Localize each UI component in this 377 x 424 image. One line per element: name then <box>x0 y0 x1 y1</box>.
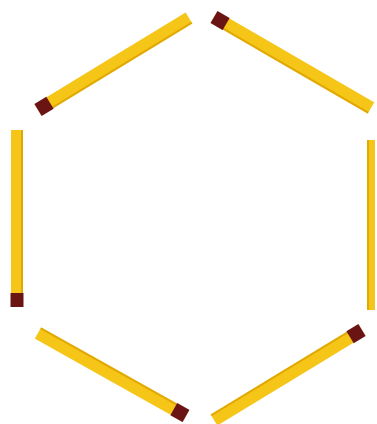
matchstick-right <box>368 140 371 310</box>
matchstick-head <box>350 330 362 337</box>
matchstick-left <box>17 130 22 307</box>
matchstick-head <box>214 17 226 24</box>
matchstick-head <box>38 103 50 110</box>
matchstick-head <box>174 409 186 416</box>
